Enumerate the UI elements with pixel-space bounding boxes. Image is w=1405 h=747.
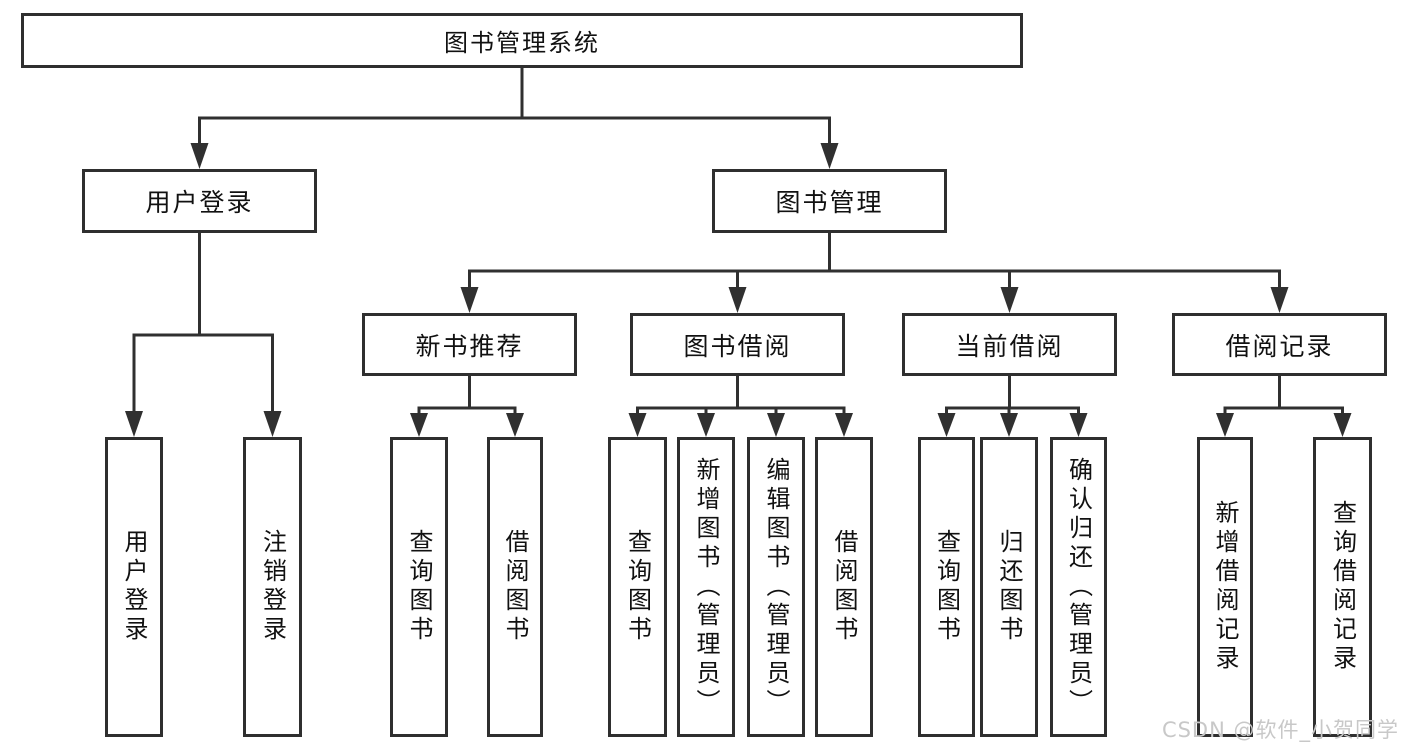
leaf-query-borrow-record: 查询借阅记录: [1313, 437, 1372, 737]
connector-book-borrowing-branch: [628, 374, 853, 437]
leaf-query-books-2: 查询图书: [608, 437, 667, 737]
connector-book-management-branch: [460, 231, 1289, 313]
node-new-book-recommend: 新书推荐: [362, 313, 577, 376]
node-label: 编辑图书（管理员）: [762, 456, 790, 718]
leaf-add-borrow-record: 新增借阅记录: [1197, 437, 1253, 737]
node-label: 查询借阅记录: [1328, 500, 1357, 674]
node-label: 借阅图书: [501, 529, 529, 645]
node-label: 新增图书（管理员）: [692, 456, 720, 718]
node-label: 图书管理: [775, 188, 884, 217]
node-root: 图书管理系统: [21, 13, 1023, 68]
leaf-return-books: 归还图书: [980, 437, 1038, 737]
connector-current-borrowing-branch: [937, 374, 1088, 437]
leaf-borrow-books-2: 借阅图书: [815, 437, 873, 737]
leaf-query-books-1: 查询图书: [390, 437, 448, 737]
node-label: 新书推荐: [415, 331, 524, 361]
node-label: 借阅记录: [1225, 331, 1334, 361]
node-label: 借阅图书: [830, 529, 858, 645]
leaf-add-books-admin: 新增图书（管理员）: [677, 437, 735, 737]
node-label: 新增借阅记录: [1211, 500, 1239, 674]
node-label: 当前借阅: [955, 331, 1064, 361]
leaf-query-books-3: 查询图书: [918, 437, 975, 737]
connector-root-to-level2: [190, 66, 839, 169]
node-label: 查询图书: [405, 529, 433, 645]
connector-new-book-recommend-branch: [410, 374, 524, 437]
leaf-logout: 注销登录: [243, 437, 302, 737]
leaf-confirm-return-admin: 确认归还（管理员）: [1050, 437, 1107, 737]
leaf-edit-books-admin: 编辑图书（管理员）: [747, 437, 805, 737]
node-label: 归还图书: [995, 529, 1023, 645]
node-label: 用户登录: [120, 529, 148, 645]
node-label: 查询图书: [623, 529, 652, 645]
connector-borrowing-records-branch: [1216, 374, 1352, 437]
csdn-watermark: CSDN @软件_小贺同学: [1161, 718, 1399, 742]
node-label: 注销登录: [258, 529, 287, 645]
node-current-borrowing: 当前借阅: [902, 313, 1117, 376]
node-label: 确认归还（管理员）: [1064, 456, 1093, 718]
node-label: 图书管理系统: [444, 29, 600, 57]
leaf-user-login: 用户登录: [105, 437, 163, 737]
node-label: 图书借阅: [683, 331, 792, 361]
node-user-login: 用户登录: [82, 169, 317, 233]
node-borrowing-records: 借阅记录: [1172, 313, 1387, 376]
node-label: 查询图书: [932, 529, 961, 645]
node-book-management: 图书管理: [712, 169, 947, 233]
connector-user-login-branch: [125, 231, 282, 437]
node-book-borrowing: 图书借阅: [630, 313, 845, 376]
leaf-borrow-books-1: 借阅图书: [487, 437, 543, 737]
node-label: 用户登录: [145, 188, 254, 217]
